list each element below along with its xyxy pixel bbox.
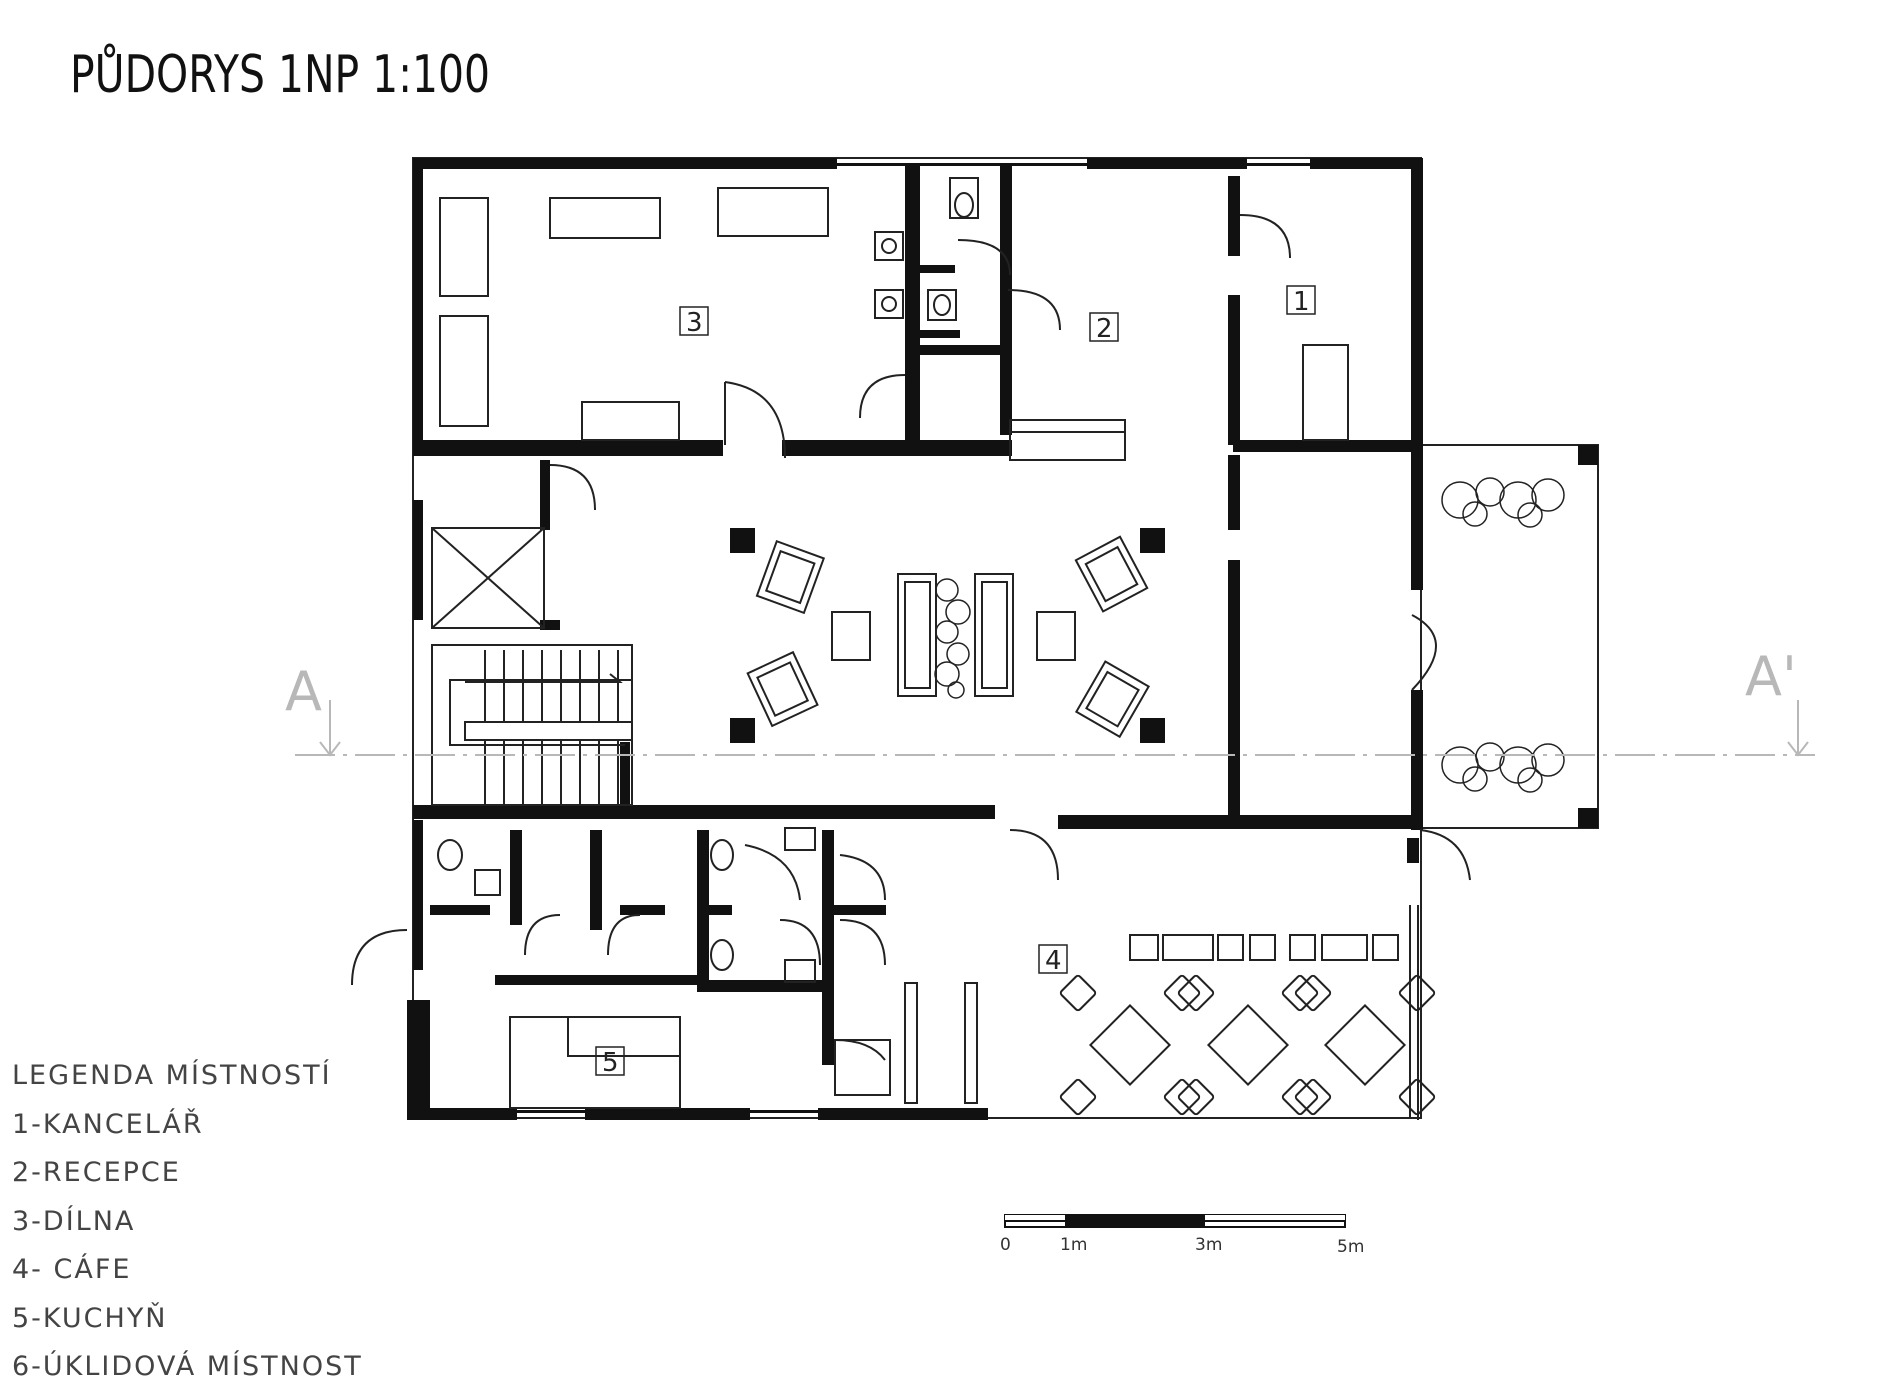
- room-3-furniture: [439, 187, 829, 427]
- legend-item-5: 5-KUCHYŇ: [12, 1302, 168, 1334]
- walls: [407, 158, 1598, 1120]
- cafe-chair: [1059, 1078, 1097, 1116]
- scale-label-5m: 5m: [1337, 1237, 1364, 1257]
- room-number-5: 5: [602, 1048, 619, 1078]
- section-label-right: A': [1745, 645, 1797, 708]
- cafe-chair: [1398, 974, 1436, 1012]
- cafe-furniture: [1059, 934, 1436, 1116]
- cafe-chair: [1281, 974, 1319, 1012]
- door-swings: [351, 214, 1471, 1061]
- cafe-chair: [1398, 1078, 1436, 1116]
- plan-title: PŮDORYS 1NP 1:100: [70, 43, 490, 105]
- plant-icon: [934, 477, 1565, 793]
- thin-lines: [509, 344, 1419, 1120]
- legend-item-2: 2-RECEPCE: [12, 1157, 181, 1188]
- cafe-chair: [1163, 974, 1201, 1012]
- room-number-1: 1: [1293, 287, 1310, 317]
- legend-heading: LEGENDA MÍSTNOSTÍ: [12, 1060, 332, 1091]
- cafe-chair: [1294, 1078, 1332, 1116]
- cafe-chair: [1281, 1078, 1319, 1116]
- section-line: [295, 700, 1815, 757]
- cafe-table: [1323, 1003, 1407, 1087]
- legend-item-3: 3-DÍLNA: [12, 1205, 136, 1237]
- cafe-chair: [1059, 974, 1097, 1012]
- cafe-table: [1206, 1003, 1290, 1087]
- cafe-table: [1088, 1003, 1172, 1087]
- wc-fixtures: [437, 177, 979, 983]
- scale-bar: [1004, 1214, 1346, 1228]
- legend-item-6: 6-ÚKLIDOVÁ MÍSTNOST: [12, 1351, 363, 1382]
- cafe-chair: [1294, 974, 1332, 1012]
- lift-icon: [431, 527, 545, 629]
- cafe-chair: [1163, 1078, 1201, 1116]
- cafe-chair: [1177, 1078, 1215, 1116]
- scale-label-0: 0: [1000, 1235, 1011, 1255]
- room-labels: [595, 285, 1316, 1076]
- cafe-chair: [1177, 974, 1215, 1012]
- room-number-3: 3: [686, 308, 703, 338]
- lounge-furniture: [746, 535, 1151, 739]
- staircase: [431, 644, 633, 806]
- legend-item-4: 4- CÁFE: [12, 1254, 132, 1285]
- scale-label-3m: 3m: [1195, 1235, 1222, 1255]
- section-label-left: A: [285, 660, 322, 723]
- room-number-2: 2: [1096, 314, 1113, 344]
- legend-item-1: 1-KANCELÁŘ: [12, 1108, 204, 1140]
- room-legend: LEGENDA MÍSTNOSTÍ 1-KANCELÁŘ 2-RECEPCE 3…: [12, 1052, 363, 1392]
- scale-label-1m: 1m: [1060, 1235, 1087, 1255]
- room-number-4: 4: [1045, 946, 1062, 976]
